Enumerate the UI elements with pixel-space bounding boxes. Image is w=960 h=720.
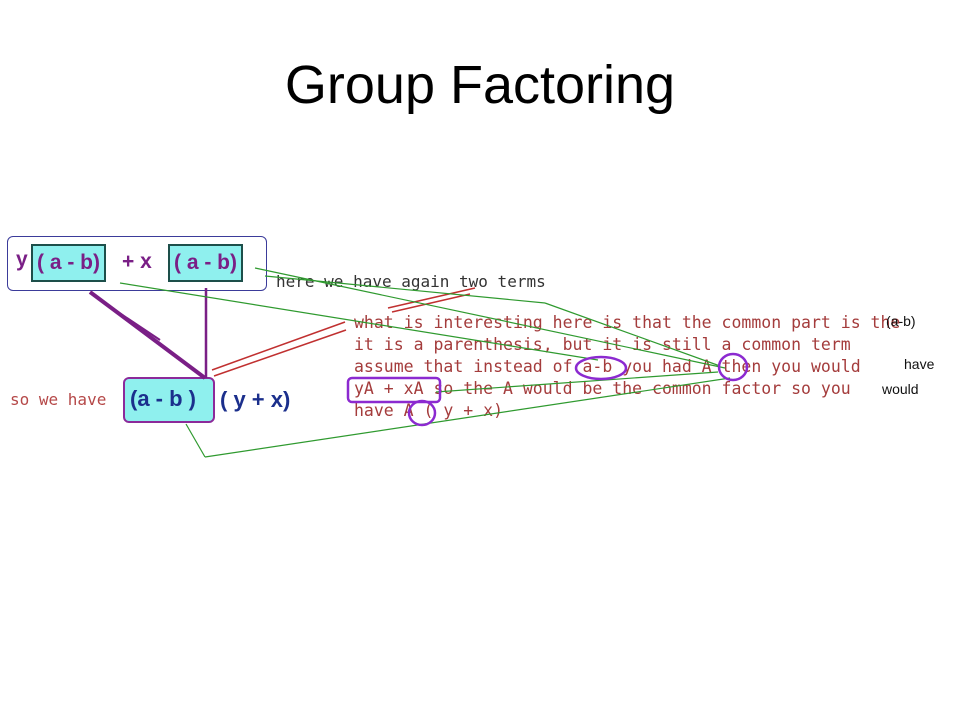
side-note-have: have: [904, 356, 935, 372]
equation-y: y: [16, 248, 28, 271]
green-line-4: [119, 282, 599, 361]
green-line-3: [544, 302, 721, 367]
explanation-line-3: assume that instead of a-b you had A the…: [354, 357, 861, 376]
green-line-5: [185, 423, 206, 458]
red-stroke-4: [213, 329, 347, 377]
equation-term-1: ( a - b): [31, 244, 106, 282]
circle-a-bottom: [407, 399, 437, 427]
page-title: Group Factoring: [284, 55, 676, 115]
explanation-line-4: yA + xA so the A would be the common fac…: [354, 379, 851, 398]
green-line-1: [254, 267, 726, 369]
circle-ab: [574, 355, 628, 381]
red-stroke-1: [387, 287, 476, 309]
box-ya-xa: [346, 376, 442, 404]
explanation-line-5: have A ( y + x): [354, 401, 504, 420]
green-line-7: [435, 371, 719, 393]
red-stroke-3: [211, 321, 346, 371]
side-note-would: would: [882, 381, 919, 397]
equation-term-2: ( a - b): [168, 244, 243, 282]
result-factor-box: [123, 377, 215, 423]
green-line-6: [204, 377, 731, 458]
result-factor: (a - b ): [130, 386, 196, 411]
purple-connector-left-2: [99, 299, 161, 341]
red-stroke-2: [391, 293, 471, 313]
equation-plus-x: + x: [122, 250, 152, 273]
circle-a: [717, 352, 749, 382]
result-rest: ( y + x): [220, 387, 291, 412]
side-note-ab: (a-b): [886, 313, 916, 329]
green-line-2: [264, 275, 546, 304]
result-label: so we have: [10, 390, 107, 409]
explanation-line-2: it is a parenthesis, but it is still a c…: [354, 335, 851, 354]
